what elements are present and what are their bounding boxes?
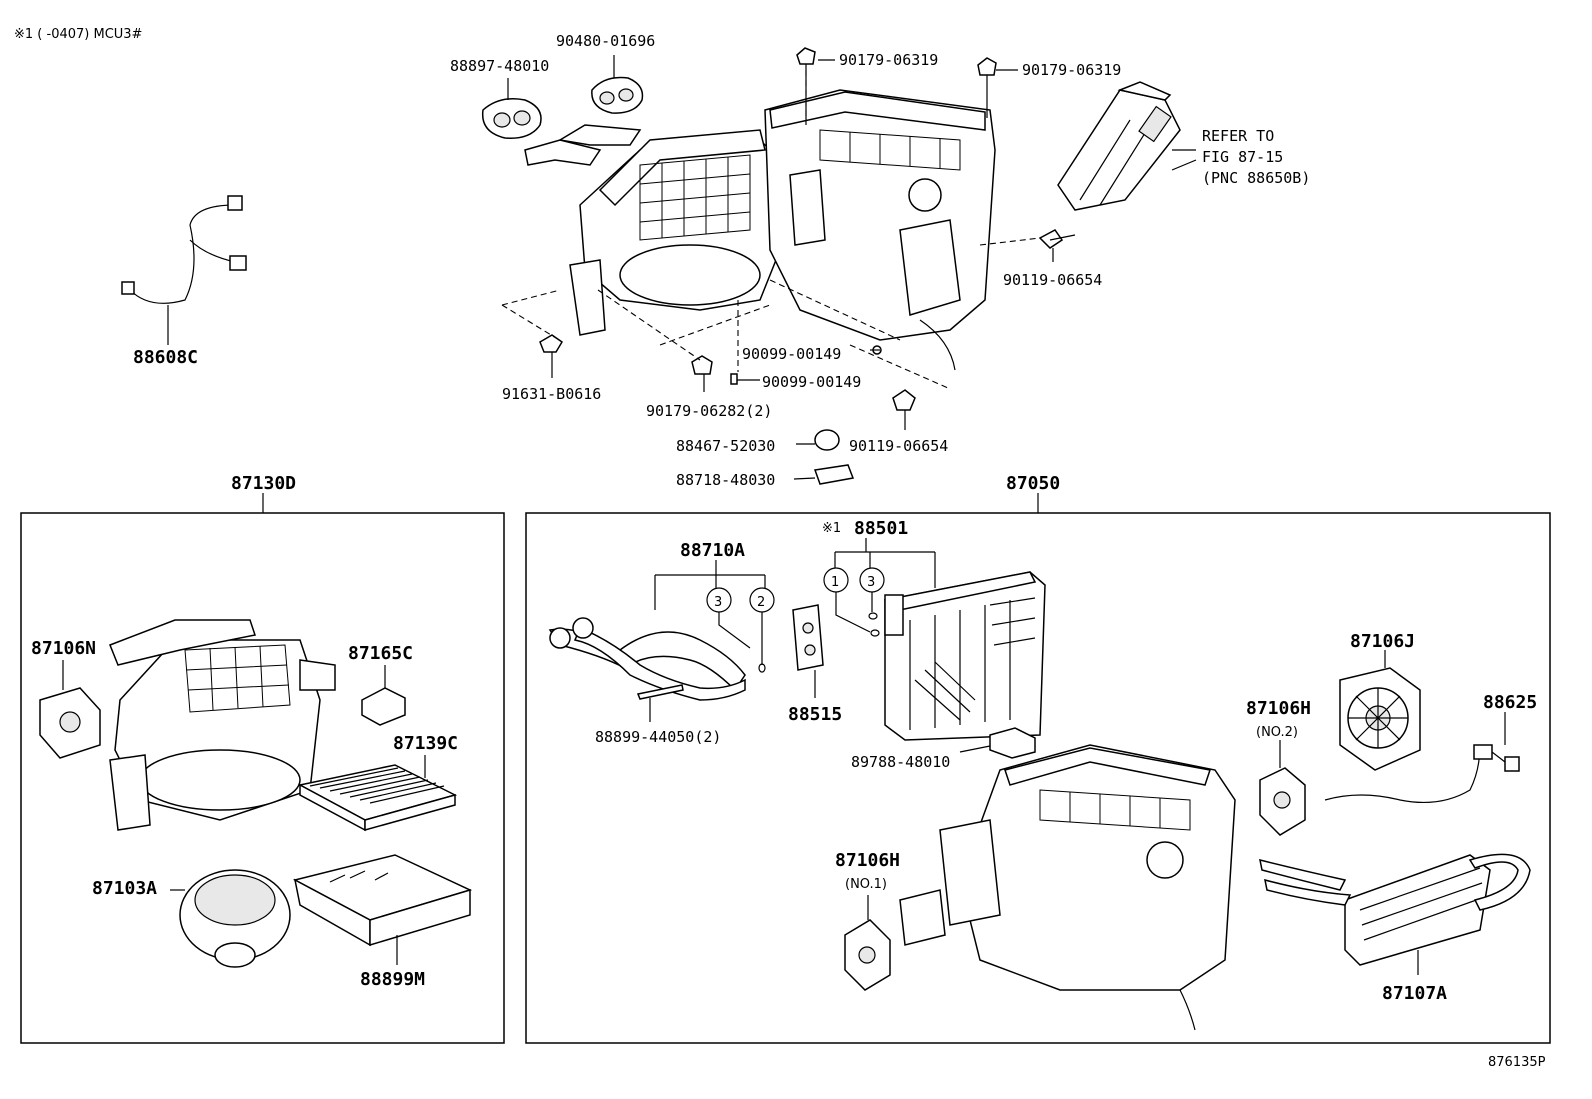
label-87165c: 87165C (348, 643, 413, 664)
label-88625: 88625 (1483, 692, 1537, 713)
label-87103a: 87103A (92, 878, 157, 899)
label-87139c: 87139C (393, 733, 458, 754)
right-group-box (525, 512, 1551, 1044)
bracket-89788 (959, 727, 1036, 759)
evaporator-88501 (883, 571, 1046, 741)
figure-id: 876135P (1488, 1055, 1546, 1070)
callout-91631-b0616: 91631-B0616 (502, 385, 601, 403)
refer-line-1: REFER TO (1202, 127, 1274, 145)
callout-90119-06654-b: 90119-06654 (849, 437, 948, 455)
circle-label-3a: 3 (867, 575, 875, 590)
label-87106h-no2: 87106H (1246, 698, 1311, 719)
cushion-88467 (796, 429, 840, 451)
bracket-88718 (793, 464, 855, 485)
grommet-90480 (591, 76, 644, 114)
label-87106j: 87106J (1350, 631, 1415, 652)
label-87106n: 87106N (31, 638, 96, 659)
unit-vents (819, 129, 961, 171)
refer-line-2: FIG 87-15 (1202, 148, 1283, 166)
label-88899m: 88899M (360, 969, 425, 990)
blower-motor-87103a (170, 869, 291, 968)
label-no1: (NO.1) (845, 877, 887, 892)
filter-case-88899m (292, 854, 473, 965)
bracket-88710a (654, 560, 766, 610)
circle-label-2: 2 (757, 595, 765, 610)
callout-88718-48030: 88718-48030 (676, 471, 775, 489)
header-note: ※1 ( -0407) MCU3# (14, 27, 142, 42)
hvac-case-vents (1039, 789, 1191, 831)
left-group-title: 87130D (231, 473, 296, 494)
callout-90179-06319-a: 90179-06319 (839, 51, 938, 69)
callout-90099-00149-b: 90099-00149 (762, 373, 861, 391)
hvac-case-assembly (899, 744, 1236, 1031)
bracket-88501 (834, 538, 936, 588)
grommet-88897 (481, 98, 542, 139)
bolt-90119-b (892, 389, 916, 430)
label-88501: 88501 (854, 518, 908, 539)
callout-90119-06654-a: 90119-06654 (1003, 271, 1102, 289)
bolt-88899-44050 (636, 684, 684, 722)
callout-88467-52030: 88467-52030 (676, 437, 775, 455)
top-leaders (507, 55, 1197, 171)
note-mark-1: ※1 (822, 521, 841, 536)
blower-unit-grille (184, 644, 291, 713)
label-87107a: 87107A (1382, 983, 1447, 1004)
nut-90179-06282 (691, 355, 713, 392)
guide-lines-top (501, 70, 1041, 389)
screw-90099-a (870, 345, 882, 355)
callout-90099-00149-a: 90099-00149 (742, 345, 841, 363)
servo-87106h-no2 (1259, 740, 1306, 836)
resistor-87165c (361, 665, 406, 726)
blower-unit-assembly (109, 619, 336, 831)
top-hvac-assembly (524, 89, 996, 371)
callout-90179-06319-b: 90179-06319 (1022, 61, 1121, 79)
left-group-box (20, 512, 505, 1044)
label-no2: (NO.2) (1256, 725, 1298, 740)
blower-grille (639, 154, 751, 241)
label-89788-48010: 89788-48010 (851, 753, 950, 771)
screw-91631 (539, 334, 564, 378)
callout-88897-48010: 88897-48010 (450, 57, 549, 75)
bolt-90119-a (1038, 229, 1076, 262)
screw-90099-b (730, 373, 760, 385)
callout-90179-06282: 90179-06282(2) (646, 402, 772, 420)
label-87106h-no1: 87106H (835, 850, 900, 871)
callout-90480-01696: 90480-01696 (556, 32, 655, 50)
o-ring-callouts-88501 (823, 567, 885, 637)
label-88710a: 88710A (680, 540, 745, 561)
label-88515: 88515 (788, 704, 842, 725)
label-88899-44050: 88899-44050(2) (595, 728, 721, 746)
servo-87106j (1339, 650, 1421, 771)
servo-87106h-no1 (844, 895, 891, 991)
expansion-valve-88515 (792, 604, 824, 698)
circle-label-1: 1 (831, 575, 839, 590)
heater-core-87107a (1259, 853, 1531, 975)
wire-88625 (1324, 712, 1520, 804)
wire-harness-88608c (121, 195, 247, 345)
o-ring-callouts-88710a (706, 587, 775, 673)
servo-87106n (39, 660, 101, 759)
ac-amplifier-module (1057, 81, 1181, 211)
pipe-88710a (548, 617, 746, 701)
callout-88608c: 88608C (133, 347, 198, 368)
clip-90179-b (977, 57, 997, 118)
refer-line-3: (PNC 88650B) (1202, 169, 1310, 187)
filter-87139c (297, 755, 458, 832)
right-group-title: 87050 (1006, 473, 1060, 494)
circle-label-3b: 3 (714, 595, 722, 610)
